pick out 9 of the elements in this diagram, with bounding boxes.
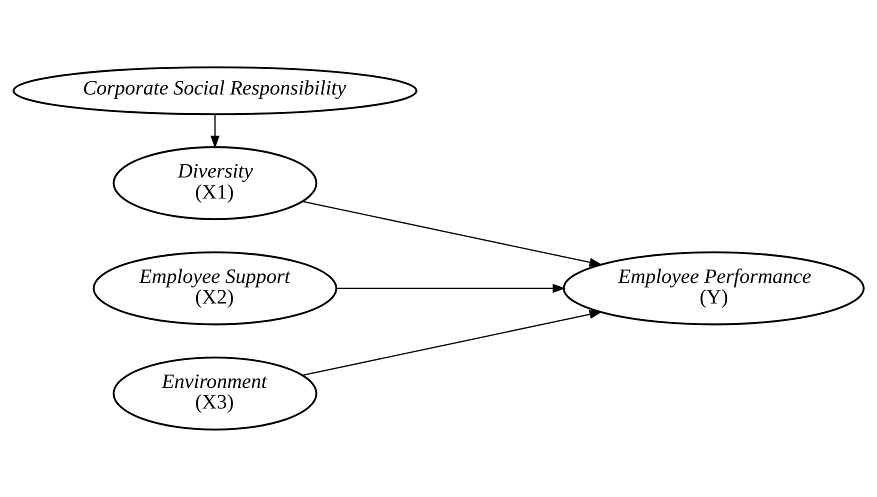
node-ellipse: Corporate Social Responsibility <box>12 66 418 116</box>
node-ellipse: Employee Support (X2) <box>92 251 338 326</box>
node-ellipse: Environment (X3) <box>112 356 318 431</box>
node-ellipse: Employee Performance (Y) <box>562 251 865 326</box>
arrow <box>337 284 566 293</box>
arrow <box>302 200 602 267</box>
arrow <box>302 310 602 376</box>
node-ellipse: Diversity (X1) <box>112 146 318 220</box>
arrow <box>210 114 220 149</box>
